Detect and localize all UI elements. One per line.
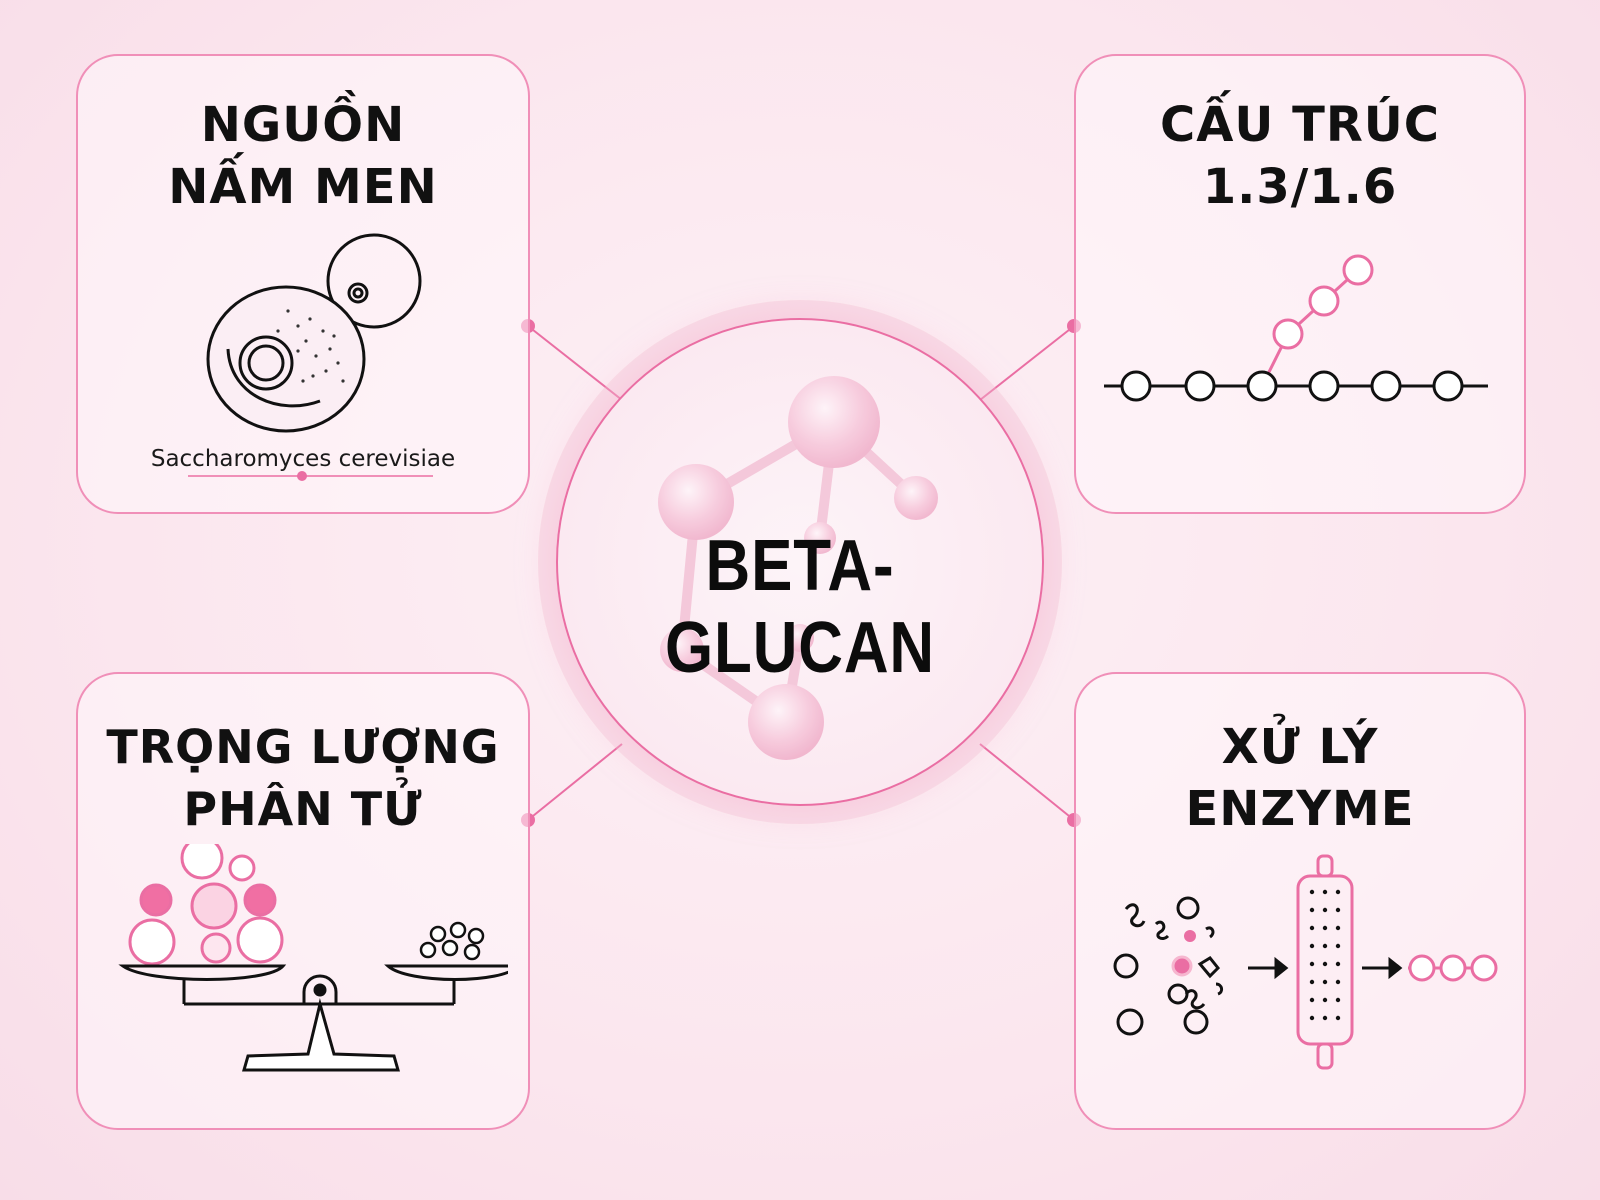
card-title-line: 1.3/1.6	[1202, 159, 1398, 215]
card-yeast-source: NGUỒN NẤM MEN Saccharomyces cerevisiae	[76, 54, 530, 514]
molecule-icon	[658, 376, 938, 760]
yeast-cell-icon	[188, 233, 433, 481]
card-title-line: ENZYME	[1185, 781, 1415, 837]
glucan-chain-icon	[1104, 254, 1488, 402]
center-beta-glucan-circle: BETA-GLUCAN	[556, 318, 1044, 806]
card-title-line: PHÂN TỬ	[183, 782, 423, 836]
species-caption: Saccharomyces cerevisiae	[150, 446, 456, 472]
enzyme-filter-icon	[1113, 854, 1498, 1070]
balance-scale-icon	[118, 844, 508, 1072]
card-title-line: NGUỒN	[200, 97, 406, 153]
card-title-line: TRỌNG LƯỢNG	[106, 720, 500, 774]
card-enzyme-processing: XỬ LÝ ENZYME	[1074, 672, 1526, 1130]
card-title: CẤU TRÚC 1.3/1.6	[1076, 94, 1524, 218]
card-molecular-weight: TRỌNG LƯỢNG PHÂN TỬ	[76, 672, 530, 1130]
card-title-line: CẤU TRÚC	[1160, 97, 1440, 153]
card-title-line: XỬ LÝ	[1221, 719, 1379, 775]
center-title: BETA-GLUCAN	[664, 526, 936, 688]
card-structure: CẤU TRÚC 1.3/1.6	[1074, 54, 1526, 514]
card-title: NGUỒN NẤM MEN	[78, 94, 528, 218]
card-title: XỬ LÝ ENZYME	[1076, 716, 1524, 840]
card-title-line: NẤM MEN	[168, 159, 438, 215]
card-title: TRỌNG LƯỢNG PHÂN TỬ	[78, 716, 528, 840]
